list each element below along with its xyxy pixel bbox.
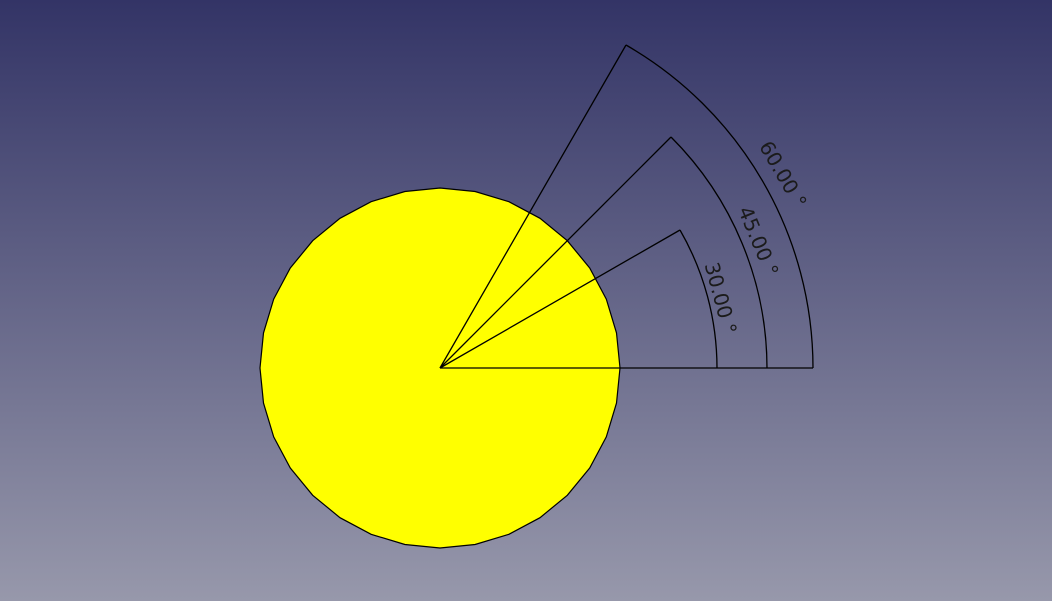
dimension-60-leader-line <box>439 44 627 369</box>
dimension-30-leader-line <box>439 229 681 369</box>
dimension-45-arc <box>670 136 768 369</box>
dimension-60-arc <box>625 44 814 369</box>
dimension-45-leader-line <box>439 136 672 369</box>
dimension-30-arc <box>679 229 718 369</box>
